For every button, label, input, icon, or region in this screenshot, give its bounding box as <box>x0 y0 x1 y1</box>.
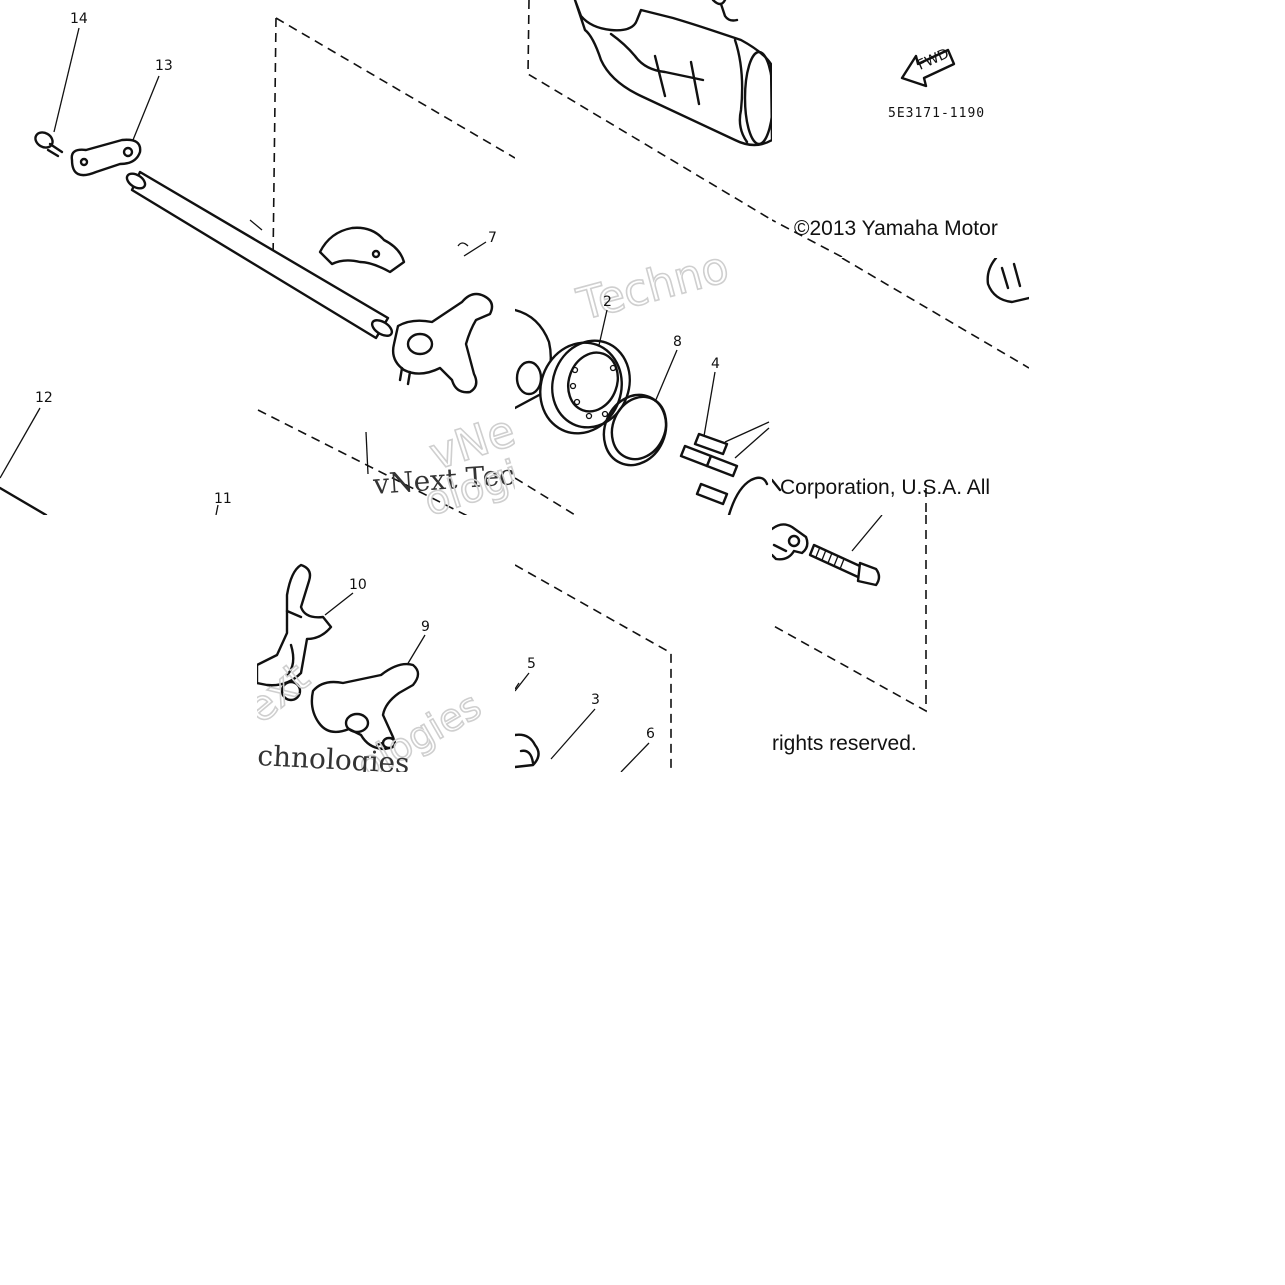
part-shift-fork-7 <box>391 292 494 394</box>
part-screw-14 <box>34 131 64 158</box>
diagram-tile-header-info: FWD 5E3171-1190 ©2013 Yamaha Motor <box>772 0 1029 257</box>
copyright-line-3: rights reserved. <box>772 732 917 755</box>
callout-13: 13 <box>155 58 173 74</box>
copyright-line-2: Corporation, U.S.A. All <box>780 476 991 499</box>
callout-2: 2 <box>603 294 612 310</box>
part-shift-drum <box>573 0 772 147</box>
callout-6: 6 <box>646 726 655 742</box>
watermark-text: Techno <box>572 258 734 331</box>
part-shift-fork-10 <box>257 563 333 702</box>
callout-11: 11 <box>214 491 232 507</box>
part-code: 5E3171-1190 <box>888 106 985 121</box>
part-bolt <box>808 543 881 587</box>
part-shift-shaft <box>125 170 394 340</box>
callout-14: 14 <box>70 11 88 27</box>
diagram-tile-shift-shaft: 14 13 <box>0 0 515 515</box>
diagram-tile-shift-forks: 10 9 ext ologies chnologies <box>257 515 514 772</box>
diagram-tile-copyright: Corporation, U.S.A. All <box>772 258 1029 515</box>
part-stopper-lever <box>772 523 809 561</box>
part-shift-fork-9 <box>310 662 420 751</box>
diagram-tile-shift-drum <box>515 0 772 257</box>
callout-12: 12 <box>35 390 53 406</box>
callout-7: 7 <box>488 230 497 246</box>
fwd-arrow-icon: FWD <box>900 46 956 88</box>
callout-8: 4 <box>711 356 720 372</box>
part-pin-4 <box>679 432 739 506</box>
diagram-tile-bearing: Techno 2 8 <box>515 258 772 515</box>
part-plate-13 <box>70 138 142 177</box>
callout-5: 5 <box>527 656 536 672</box>
part-cam-3 <box>515 733 540 769</box>
diagram-tile-bolt: rights reserved. <box>772 515 1029 772</box>
diagram-tile-drum-parts: 5 3 6 <box>515 515 772 772</box>
callout-8: 8 <box>673 334 682 350</box>
copyright-line-1: ©2013 Yamaha Motor <box>794 217 998 240</box>
part-bearing-2 <box>539 339 631 435</box>
callout-10: 10 <box>349 577 367 593</box>
part-ring-8 <box>602 393 668 467</box>
callout-10: 9 <box>421 619 430 635</box>
callout-3: 3 <box>591 692 600 708</box>
